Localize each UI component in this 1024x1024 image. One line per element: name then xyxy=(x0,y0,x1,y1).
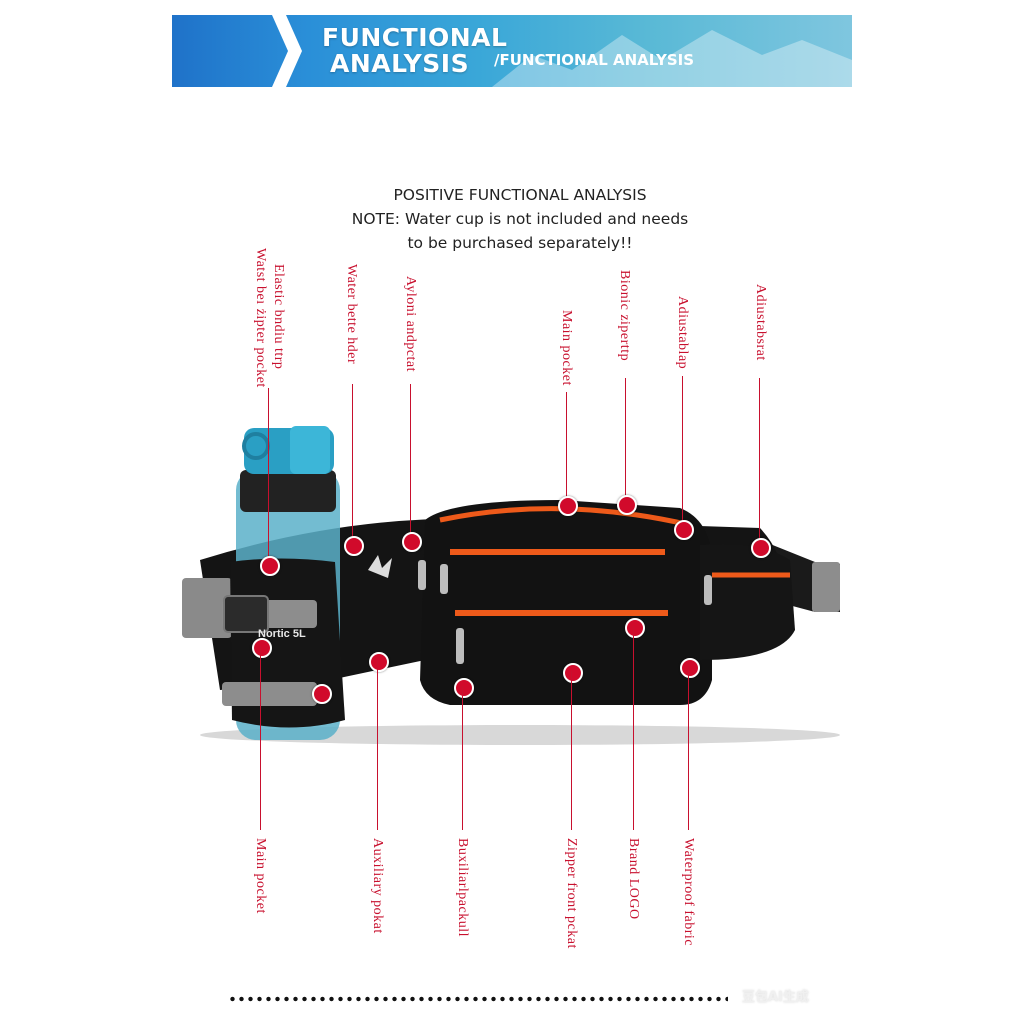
note-heading: POSITIVE FUNCTIONAL ANALYSIS xyxy=(393,186,647,204)
zipper-pull xyxy=(440,564,448,594)
bottle-cap xyxy=(240,470,336,512)
callout-dot xyxy=(454,678,474,698)
label-zipper-front-pocket: Zipper front pckat xyxy=(564,838,579,949)
callout-dot xyxy=(402,532,422,552)
label-main-pocket-top: Main pocket xyxy=(559,310,574,386)
left-strap xyxy=(182,578,232,638)
side-pocket xyxy=(700,544,795,660)
callout-dot xyxy=(674,520,694,540)
lead-line xyxy=(682,376,683,528)
callout-dot xyxy=(617,495,637,515)
zipper-pull xyxy=(456,628,464,664)
lead-line xyxy=(625,378,626,503)
label-waist-belt-zipper-pocket: Watst beı żipter pocket xyxy=(253,248,268,388)
banner-subtitle: /FUNCTIONAL ANALYSIS xyxy=(494,51,695,69)
header-banner: FUNCTIONAL ANALYSIS /FUNCTIONAL ANALYSIS xyxy=(172,15,852,87)
strap-buckle-right xyxy=(812,562,840,612)
lead-line xyxy=(571,671,572,830)
lead-line xyxy=(688,666,689,830)
lead-line xyxy=(260,646,261,830)
callout-dot xyxy=(312,684,332,704)
label-nylon-material: Ayloni andpctat xyxy=(403,276,418,373)
callout-dot xyxy=(558,496,578,516)
callout-dot xyxy=(625,618,645,638)
dotted-divider xyxy=(228,996,728,1002)
holder-strap-lower xyxy=(222,682,317,706)
chevron-decoration-icon xyxy=(272,15,302,87)
label-adjustable-strap-right: Adiustabsrat xyxy=(753,284,768,361)
zipper-pull xyxy=(704,575,712,605)
watermark: 豆包AI生成 xyxy=(742,990,809,1005)
banner-title-line1: FUNCTIONAL xyxy=(322,23,508,52)
zipper-pull xyxy=(418,560,426,590)
banner-title: FUNCTIONAL ANALYSIS xyxy=(322,25,507,77)
lead-line xyxy=(352,384,353,544)
lead-line xyxy=(566,392,567,504)
label-brand-logo: Brand LOGO xyxy=(626,838,641,920)
label-auxiliary-pocket: Auxiliary pokat xyxy=(370,838,385,934)
label-elastic-band: Elastic bndiu ttrp xyxy=(271,264,286,370)
label-adjustable-strap: Adiustablap xyxy=(675,296,690,370)
lead-line xyxy=(268,388,269,564)
lead-line xyxy=(410,384,411,540)
callout-dot xyxy=(252,638,272,658)
analysis-note: POSITIVE FUNCTIONAL ANALYSIS NOTE: Water… xyxy=(300,183,740,255)
note-line: NOTE: Water cup is not included and need… xyxy=(351,210,689,228)
bottle-spout xyxy=(290,426,330,474)
mountain-background xyxy=(492,30,852,87)
label-water-bottle-holder: Water bette hder xyxy=(344,264,359,365)
lead-line xyxy=(377,660,378,830)
lead-line xyxy=(759,378,760,546)
label-waterproof-fabric: Waterproof fabric xyxy=(681,838,696,947)
label-bionic-zipper: Bionic ziperttp xyxy=(617,270,632,362)
banner-title-line2: ANALYSIS xyxy=(330,49,470,78)
label-main-pocket-bottom: Main pocket xyxy=(253,838,268,914)
brand-logo-mark xyxy=(368,555,392,578)
callout-dot xyxy=(260,556,280,576)
callout-dot xyxy=(344,536,364,556)
lead-line xyxy=(462,686,463,830)
callout-dot xyxy=(680,658,700,678)
callout-dot xyxy=(563,663,583,683)
buckle xyxy=(223,595,269,633)
note-line: to be purchased separately!! xyxy=(407,234,633,252)
label-auxiliary-pocket-2: Buxiliarlpackull xyxy=(455,838,470,937)
lead-line xyxy=(633,626,634,830)
callout-dot xyxy=(751,538,771,558)
bottle-brand-text: Nortic 5L xyxy=(258,628,306,640)
bag-shadow xyxy=(200,725,840,745)
callout-dot xyxy=(369,652,389,672)
